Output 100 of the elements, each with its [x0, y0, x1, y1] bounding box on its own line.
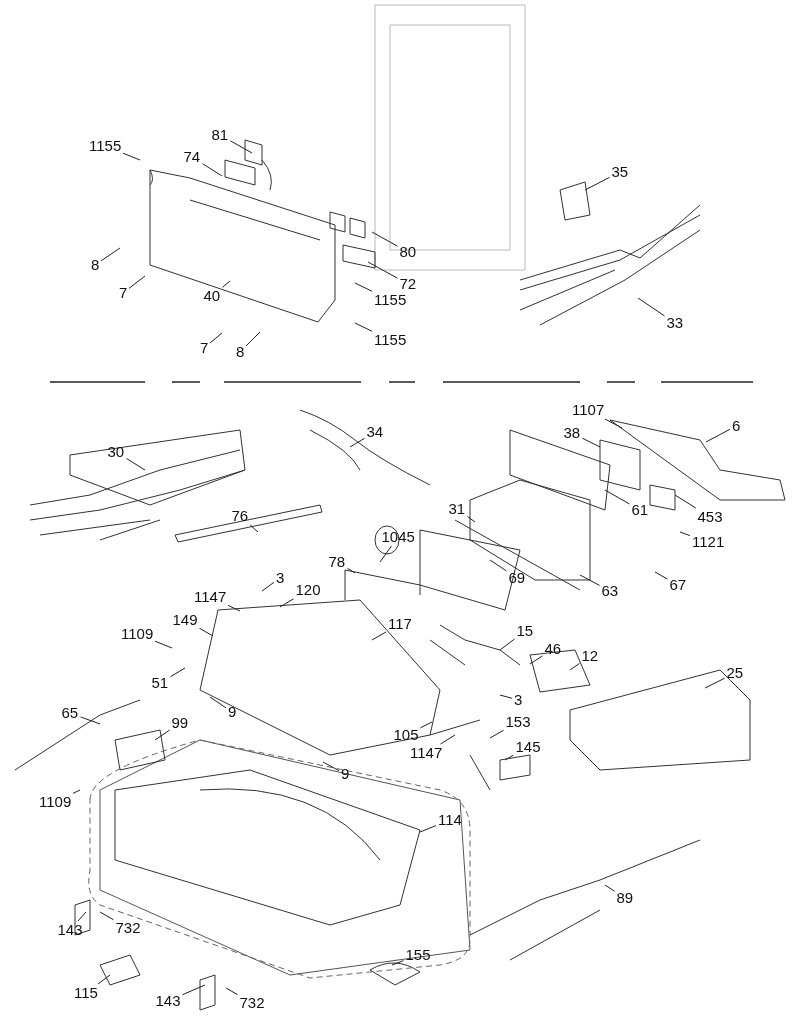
callout-number: 51	[151, 675, 169, 691]
callout-number: 1107	[572, 402, 605, 418]
callout-number: 1121	[692, 534, 725, 550]
callout-number: 155	[405, 947, 431, 963]
leader-line	[499, 638, 515, 651]
leader-line	[126, 458, 146, 471]
leader-line	[245, 331, 261, 347]
callout-number: 3	[276, 570, 285, 586]
callout-number: 63	[601, 583, 619, 599]
callout-number: 72	[399, 276, 417, 292]
callout-number: 99	[171, 715, 189, 731]
callout-number: 114	[438, 812, 462, 828]
callout-number: 8	[236, 344, 245, 360]
callout-number: 80	[399, 244, 417, 260]
callout-number: 31	[448, 501, 466, 517]
leader-line	[371, 631, 387, 641]
leader-line	[367, 261, 398, 279]
leader-line	[705, 428, 731, 443]
leader-line	[349, 437, 365, 448]
leader-line	[209, 696, 227, 709]
leader-line	[579, 574, 600, 586]
callout-number: 25	[726, 665, 744, 681]
callout-number: 153	[505, 714, 531, 730]
leader-line	[97, 974, 111, 985]
callout-number: 1109	[39, 794, 72, 810]
leader-line	[77, 911, 87, 922]
leader-line	[249, 524, 259, 533]
leader-line	[704, 677, 725, 689]
leader-line	[504, 754, 514, 761]
callout-number: 8	[91, 257, 100, 273]
callout-number: 76	[231, 508, 249, 524]
leader-line	[674, 494, 697, 509]
callout-number: 6	[732, 418, 741, 434]
leader-line	[679, 531, 691, 537]
callout-number: 30	[107, 444, 125, 460]
leader-line	[604, 418, 623, 429]
callout-number: 1045	[381, 529, 415, 545]
callout-number: 40	[203, 288, 221, 304]
callout-number: 12	[581, 648, 599, 664]
leader-line	[128, 275, 146, 289]
leader-line	[199, 627, 214, 637]
leader-line	[99, 911, 114, 921]
callout-number: 46	[544, 641, 562, 657]
leader-line	[354, 322, 373, 332]
leader-line	[122, 152, 141, 161]
callout-number: 67	[669, 577, 687, 593]
leader-line	[584, 176, 610, 191]
leader-line	[489, 729, 504, 739]
callout-number: 74	[183, 149, 201, 165]
callout-number: 1109	[121, 626, 154, 642]
leader-line	[209, 332, 223, 344]
callout-number: 145	[515, 739, 541, 755]
callout-number: 9	[228, 704, 237, 720]
leader-line	[371, 231, 398, 247]
leader-line	[261, 581, 275, 592]
callout-number: 143	[155, 993, 181, 1009]
leader-line	[347, 567, 356, 574]
callout-number: 69	[508, 570, 526, 586]
leader-line	[529, 655, 543, 665]
callout-number: 15	[516, 623, 534, 639]
callout-number: 732	[115, 920, 141, 936]
leader-line	[440, 734, 456, 745]
leader-line	[391, 960, 404, 966]
leader-line	[654, 571, 668, 580]
leader-line	[72, 789, 81, 794]
callout-number: 120	[295, 582, 321, 598]
callout-number: 1155	[89, 138, 122, 154]
leader-line	[202, 163, 223, 177]
callout-number: 453	[697, 509, 723, 525]
leader-line	[154, 640, 173, 649]
callout-number: 105	[393, 727, 419, 743]
leader-line	[100, 247, 121, 262]
callout-number: 78	[328, 554, 346, 570]
leader-line	[225, 987, 238, 996]
callout-number: 1155	[374, 292, 407, 308]
callout-number: 732	[239, 995, 265, 1011]
callout-number: 35	[611, 164, 629, 180]
leader-line	[354, 282, 373, 292]
leader-line	[467, 516, 476, 523]
leader-line	[322, 761, 340, 772]
callout-number: 61	[631, 502, 649, 518]
leader-line	[582, 437, 601, 448]
callout-number: 65	[61, 705, 79, 721]
callout-number: 143	[57, 922, 83, 938]
leader-line	[604, 884, 615, 892]
leader-line	[230, 140, 253, 154]
leader-line	[222, 280, 231, 288]
callout-number: 34	[366, 424, 384, 440]
leader-line	[637, 297, 665, 317]
leader-line	[499, 694, 513, 699]
leader-line	[80, 716, 101, 725]
leader-line	[182, 984, 206, 996]
callout-number: 117	[388, 616, 412, 632]
leader-line	[419, 825, 437, 833]
callout-number: 9	[341, 766, 350, 782]
callout-number: 7	[119, 285, 128, 301]
callout-number: 7	[200, 340, 209, 356]
leader-line	[227, 604, 241, 612]
leader-line	[569, 662, 580, 671]
callout-number: 3	[514, 692, 523, 708]
